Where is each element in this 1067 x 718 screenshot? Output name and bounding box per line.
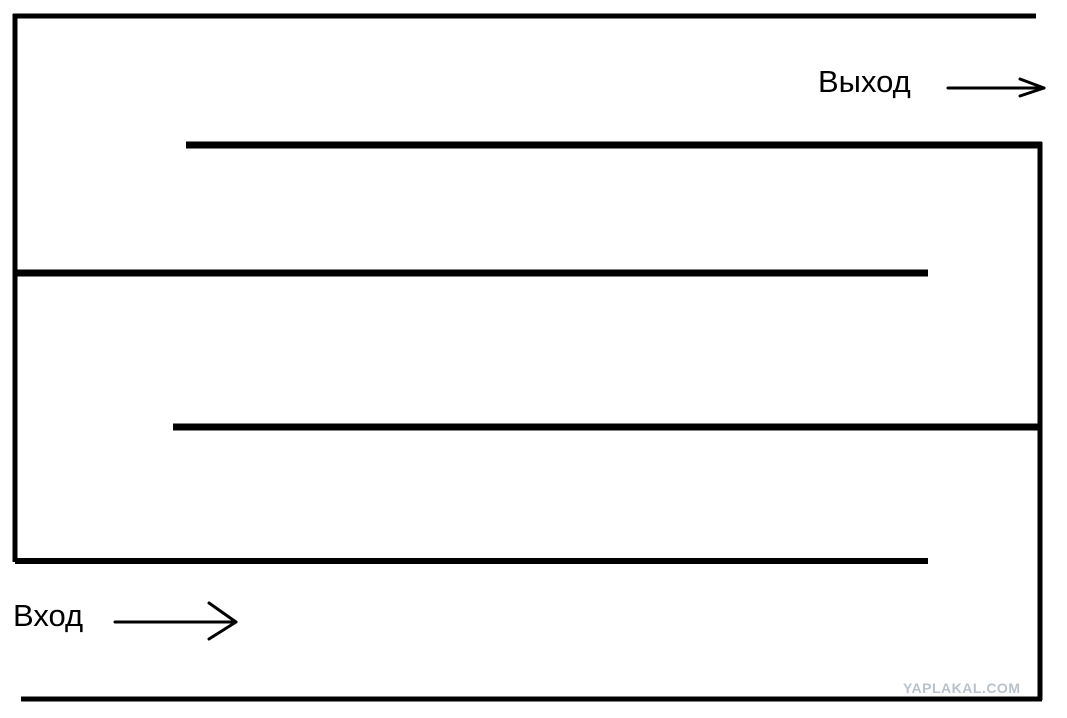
exit-arrow-icon	[946, 77, 1046, 98]
entry-arrow-icon	[113, 601, 238, 641]
exit-label: Выход	[818, 64, 911, 99]
watermark: YAPLAKAL.COM	[903, 680, 1021, 696]
entry-label: Вход	[13, 598, 84, 633]
